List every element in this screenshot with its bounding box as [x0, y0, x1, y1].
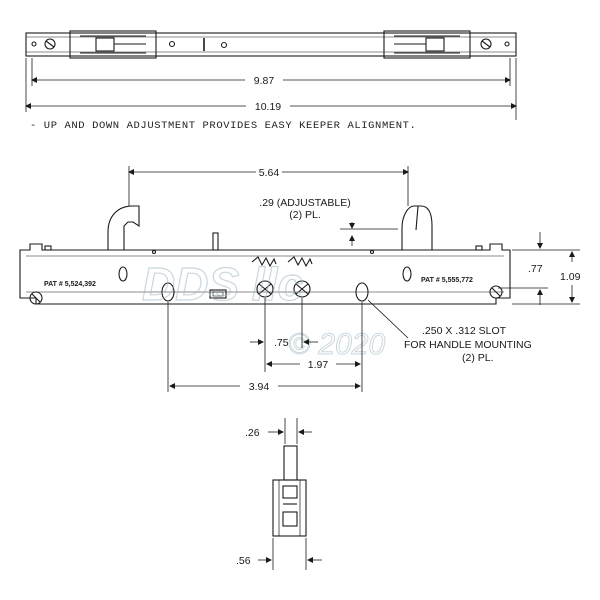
dim-10-19: 10.19 [25, 101, 517, 113]
dim-10-19-label: 10.19 [255, 101, 281, 113]
side-view [272, 445, 307, 537]
watermark-brand: DDS llc [142, 258, 303, 310]
left-handle-slot [161, 282, 175, 302]
latch-tab [209, 289, 227, 299]
top-left-screw-icon [44, 38, 56, 50]
dim-075-label: .75 [274, 337, 289, 349]
right-mounting-screw-icon [489, 285, 503, 299]
side-view-case [272, 479, 307, 537]
slot-label-line2: FOR HANDLE MOUNTING [404, 339, 532, 351]
adjustment-note: - UP AND DOWN ADJUSTMENT PROVIDES EASY K… [30, 120, 417, 132]
cam-screw-right-icon [293, 280, 311, 298]
side-view-bolt [283, 445, 298, 481]
cam-screw-left-icon [256, 280, 274, 298]
top-right-screw-icon [480, 38, 492, 50]
main-lock-view [19, 205, 511, 305]
dim-109-label: 1.09 [560, 271, 581, 283]
slot-leader-line [367, 299, 409, 339]
patent-right-label: PAT # 5,555,772 [421, 277, 473, 284]
patent-left-label: PAT # 5,524,392 [44, 281, 96, 288]
slot-label-line1: .250 X .312 SLOT [422, 325, 507, 337]
dim-side-view [258, 418, 322, 570]
left-adjust-slot [118, 266, 128, 282]
dim-9-87-label: 9.87 [254, 75, 275, 87]
top-keeper-body [25, 32, 517, 57]
dim-5-64-label: 5.64 [259, 167, 280, 179]
left-mounting-screw-icon [29, 291, 43, 305]
dim-cam-spacing [167, 298, 363, 392]
dim-056-label: .56 [236, 555, 251, 567]
right-adjust-slot [402, 266, 412, 282]
top-center-hole-2 [220, 41, 228, 49]
top-left-keeper-block [69, 30, 157, 59]
dim-5-64 [128, 166, 409, 206]
top-right-keeper-block [383, 30, 471, 59]
top-center-hole [168, 40, 176, 48]
dim-197-label: 1.97 [308, 359, 329, 371]
dim-077-label: .77 [528, 263, 543, 275]
left-hook-bolt [107, 205, 140, 250]
slot-label-line3: (2) PL. [462, 352, 494, 364]
dim-adjustable-arrows [340, 222, 398, 246]
lock-body-plate [19, 243, 511, 305]
spring-left-icon [251, 256, 277, 268]
dim-right-vertical [498, 232, 580, 305]
dim-adjustable-label: .29 (ADJUSTABLE) [259, 197, 350, 209]
dim-9-87: 9.87 [31, 75, 511, 87]
top-left-hole [31, 41, 37, 47]
top-right-hole [504, 41, 510, 47]
watermark-copyright: © 2020 [288, 328, 385, 361]
right-handle-slot [355, 282, 369, 302]
dim-adjustable-pl-label: (2) PL. [289, 209, 321, 221]
vertical-pin [212, 232, 219, 251]
top-keeper-view [25, 30, 517, 59]
spring-right-icon [287, 256, 313, 268]
dim-026-label: .26 [245, 427, 260, 439]
dim-394-label: 3.94 [249, 381, 270, 393]
